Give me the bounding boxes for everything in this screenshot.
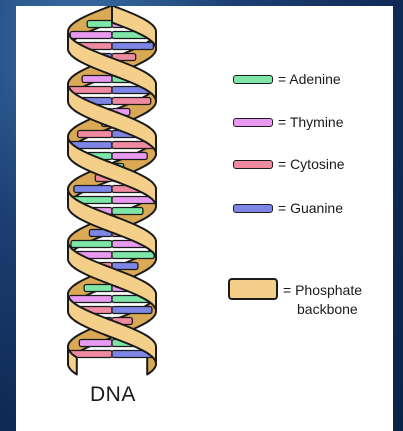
adenine-base bbox=[112, 252, 154, 259]
thymine-base bbox=[79, 340, 112, 347]
guanine-base bbox=[112, 43, 153, 50]
legend-guanine: = Guanine bbox=[233, 201, 343, 215]
adenine-label: = Adenine bbox=[278, 71, 341, 87]
adenine-base bbox=[71, 241, 112, 248]
phosphate-backbone-label: = Phosphate backbone bbox=[283, 281, 383, 319]
diagram-title: DNA bbox=[90, 383, 136, 407]
thymine-base bbox=[82, 76, 112, 83]
thymine-base bbox=[112, 153, 147, 160]
diagram-card: = Adenine = Thymine = Cytosine = Guanine… bbox=[16, 6, 393, 431]
dna-double-helix bbox=[16, 6, 393, 431]
phosphate-backbone-swatch bbox=[228, 278, 278, 300]
backbone-label-line2: backbone bbox=[283, 300, 383, 319]
guanine-swatch bbox=[233, 204, 273, 213]
guanine-base bbox=[112, 307, 152, 314]
adenine-base bbox=[84, 285, 112, 292]
backbone-label-line1: = Phosphate bbox=[283, 282, 362, 298]
thymine-base bbox=[69, 296, 112, 303]
guanine-label: = Guanine bbox=[278, 200, 343, 216]
adenine-base bbox=[87, 21, 112, 28]
cytosine-label: = Cytosine bbox=[278, 156, 345, 172]
thymine-base bbox=[70, 32, 112, 39]
legend-thymine: = Thymine bbox=[233, 115, 344, 129]
legend-cytosine: = Cytosine bbox=[233, 157, 345, 171]
cytosine-base bbox=[112, 98, 151, 105]
cytosine-swatch bbox=[233, 160, 273, 169]
cytosine-base bbox=[69, 87, 112, 94]
legend-adenine: = Adenine bbox=[233, 72, 341, 86]
cytosine-base bbox=[78, 131, 112, 138]
thymine-swatch bbox=[233, 118, 273, 127]
adenine-swatch bbox=[233, 75, 273, 84]
guanine-base bbox=[74, 186, 112, 193]
legend-phosphate-backbone: = Phosphate backbone bbox=[228, 278, 383, 319]
thymine-label: = Thymine bbox=[278, 114, 344, 130]
adenine-base bbox=[112, 208, 143, 215]
